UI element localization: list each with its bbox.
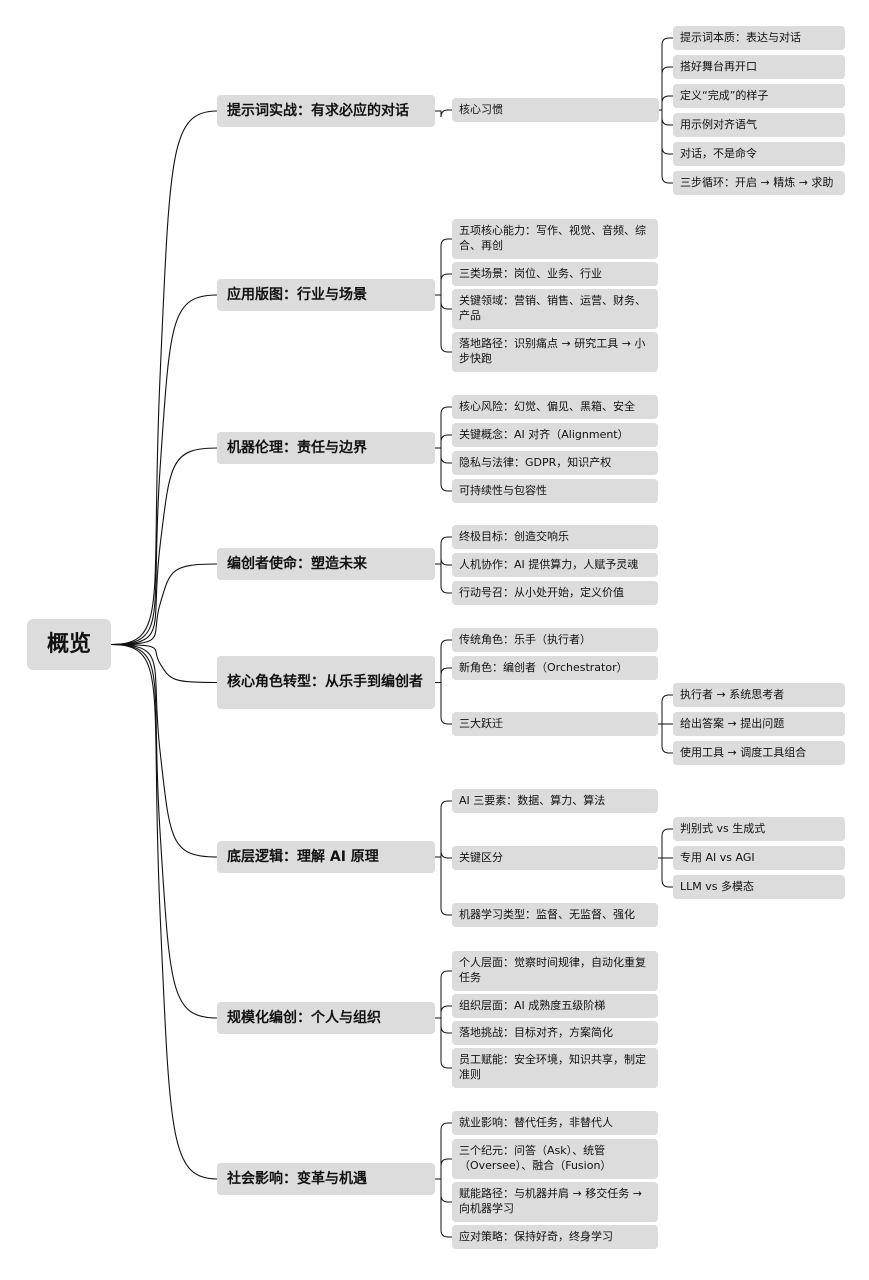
branch-connector bbox=[110, 643, 218, 684]
topic-3-2: 关键概念：AI 对齐（Alignment） bbox=[452, 423, 658, 447]
branch-connector bbox=[110, 643, 218, 1019]
topic-8-1: 就业影响：替代任务，非替代人 bbox=[452, 1111, 658, 1135]
branch-6-bracket bbox=[435, 850, 453, 859]
topic-2-4: 落地路径：识别痛点 → 研究工具 → 小步快跑 bbox=[452, 332, 658, 372]
branch-4-bracket bbox=[435, 557, 453, 566]
subtopic-1-1-1: 提示词本质：表达与对话 bbox=[673, 26, 845, 50]
subtopic-6-2-2: 专用 AI vs AGI bbox=[673, 846, 845, 870]
branch-6-bracket bbox=[435, 800, 453, 858]
topic-3-1: 核心风险：幻觉、偏见、黑箱、安全 bbox=[452, 395, 658, 419]
branch-3-bracket bbox=[435, 434, 453, 449]
root-node: 概览 bbox=[27, 619, 111, 670]
subtopic-bracket bbox=[658, 723, 674, 754]
subtopic-6-2-1: 判别式 vs 生成式 bbox=[673, 817, 845, 841]
topic-2-2: 三类场景：岗位、业务、行业 bbox=[452, 262, 658, 286]
topic-4-3: 行动号召：从小处开始，定义价值 bbox=[452, 581, 658, 605]
subtopic-bracket bbox=[658, 694, 674, 725]
branch-2-bracket bbox=[435, 273, 453, 296]
branch-connector bbox=[110, 447, 218, 646]
branch-4-title: 编创者使命：塑造未来 bbox=[217, 548, 435, 580]
topic-4-1: 终极目标：创造交响乐 bbox=[452, 525, 658, 549]
branch-connector bbox=[110, 294, 218, 646]
topic-6-1: AI 三要素：数据、算力、算法 bbox=[452, 789, 658, 813]
topic-6-2: 关键区分 bbox=[452, 846, 658, 870]
subtopic-bracket bbox=[658, 857, 674, 888]
topic-3-3: 隐私与法律：GDPR，知识产权 bbox=[452, 451, 658, 475]
subtopic-1-1-6: 三步循环：开启 → 精炼 → 求助 bbox=[673, 171, 845, 195]
branch-3-bracket bbox=[435, 406, 453, 449]
branch-7-title: 规模化编创：个人与组织 bbox=[217, 1002, 435, 1034]
subtopic-5-3-1: 执行者 → 系统思考者 bbox=[673, 683, 845, 707]
topic-6-3: 机器学习类型：监督、无监督、强化 bbox=[452, 903, 658, 927]
branch-6-bracket bbox=[435, 856, 453, 916]
branch-2-bracket bbox=[435, 294, 453, 353]
branch-connector bbox=[110, 563, 218, 646]
branch-8-bracket bbox=[435, 1158, 453, 1180]
topic-7-3: 落地挑战：目标对齐，方案简化 bbox=[452, 1021, 658, 1045]
subtopic-bracket bbox=[658, 828, 674, 859]
branch-2-bracket bbox=[435, 238, 453, 296]
branch-1-bracket bbox=[435, 109, 453, 118]
topic-5-3: 三大跃迁 bbox=[452, 712, 658, 736]
topic-4-2: 人机协作：AI 提供算力，人赋予灵魂 bbox=[452, 553, 658, 577]
subtopic-bracket bbox=[659, 95, 674, 111]
branch-7-bracket bbox=[435, 970, 453, 1019]
subtopic-5-3-2: 给出答案 → 提出问题 bbox=[673, 712, 845, 736]
branch-8-title: 社会影响：变革与机遇 bbox=[217, 1163, 435, 1195]
branch-7-bracket bbox=[435, 1005, 453, 1019]
topic-8-3: 赋能路径：与机器并肩 → 移交任务 → 向机器学习 bbox=[452, 1182, 658, 1222]
topic-8-2: 三个纪元：问答（Ask）、统管（Oversee）、融合（Fusion） bbox=[452, 1139, 658, 1179]
subtopic-1-1-5: 对话，不是命令 bbox=[673, 142, 845, 166]
subtopic-1-1-2: 搭好舞台再开口 bbox=[673, 55, 845, 79]
subtopic-bracket bbox=[659, 37, 674, 111]
topic-7-2: 组织层面：AI 成熟度五级阶梯 bbox=[452, 994, 658, 1018]
topic-8-4: 应对策略：保持好奇，终身学习 bbox=[452, 1225, 658, 1249]
branch-8-bracket bbox=[435, 1122, 453, 1180]
branch-8-bracket bbox=[435, 1178, 453, 1238]
topic-2-1: 五项核心能力：写作、视觉、音频、综合、再创 bbox=[452, 219, 658, 259]
subtopic-6-2-3: LLM vs 多模态 bbox=[673, 875, 845, 899]
branch-connector bbox=[110, 643, 218, 858]
branch-2-title: 应用版图：行业与场景 bbox=[217, 279, 435, 311]
subtopic-1-1-3: 定义“完成”的样子 bbox=[673, 84, 845, 108]
branch-3-title: 机器伦理：责任与边界 bbox=[217, 432, 435, 464]
branch-5-bracket bbox=[435, 639, 453, 683]
branch-7-bracket bbox=[435, 1017, 453, 1069]
topic-7-1: 个人层面：觉察时间规律，自动化重复任务 bbox=[452, 951, 658, 991]
subtopic-1-1-4: 用示例对齐语气 bbox=[673, 113, 845, 137]
branch-4-bracket bbox=[435, 536, 453, 565]
branch-connector bbox=[110, 643, 218, 1180]
topic-5-2: 新角色：编创者（Orchestrator） bbox=[452, 656, 658, 680]
branch-1-title: 提示词实战：有求必应的对话 bbox=[217, 95, 435, 127]
branch-5-bracket bbox=[435, 667, 453, 683]
branch-5-title: 核心角色转型：从乐手到编创者 bbox=[217, 656, 435, 709]
branch-6-title: 底层逻辑：理解 AI 原理 bbox=[217, 841, 435, 873]
topic-7-4: 员工赋能：安全环境，知识共享，制定准则 bbox=[452, 1048, 658, 1088]
branch-4-bracket bbox=[435, 563, 453, 594]
branch-5-bracket bbox=[435, 682, 453, 725]
subtopic-5-3-3: 使用工具 → 调度工具组合 bbox=[673, 741, 845, 765]
topic-2-3: 关键领域：营销、销售、运营、财务、产品 bbox=[452, 289, 658, 329]
topic-3-4: 可持续性与包容性 bbox=[452, 479, 658, 503]
subtopic-bracket bbox=[659, 109, 674, 184]
topic-1-1: 核心习惯 bbox=[452, 98, 659, 122]
branch-3-bracket bbox=[435, 447, 453, 492]
branch-connector bbox=[110, 110, 218, 646]
subtopic-bracket bbox=[659, 66, 674, 111]
topic-5-1: 传统角色：乐手（执行者） bbox=[452, 628, 658, 652]
